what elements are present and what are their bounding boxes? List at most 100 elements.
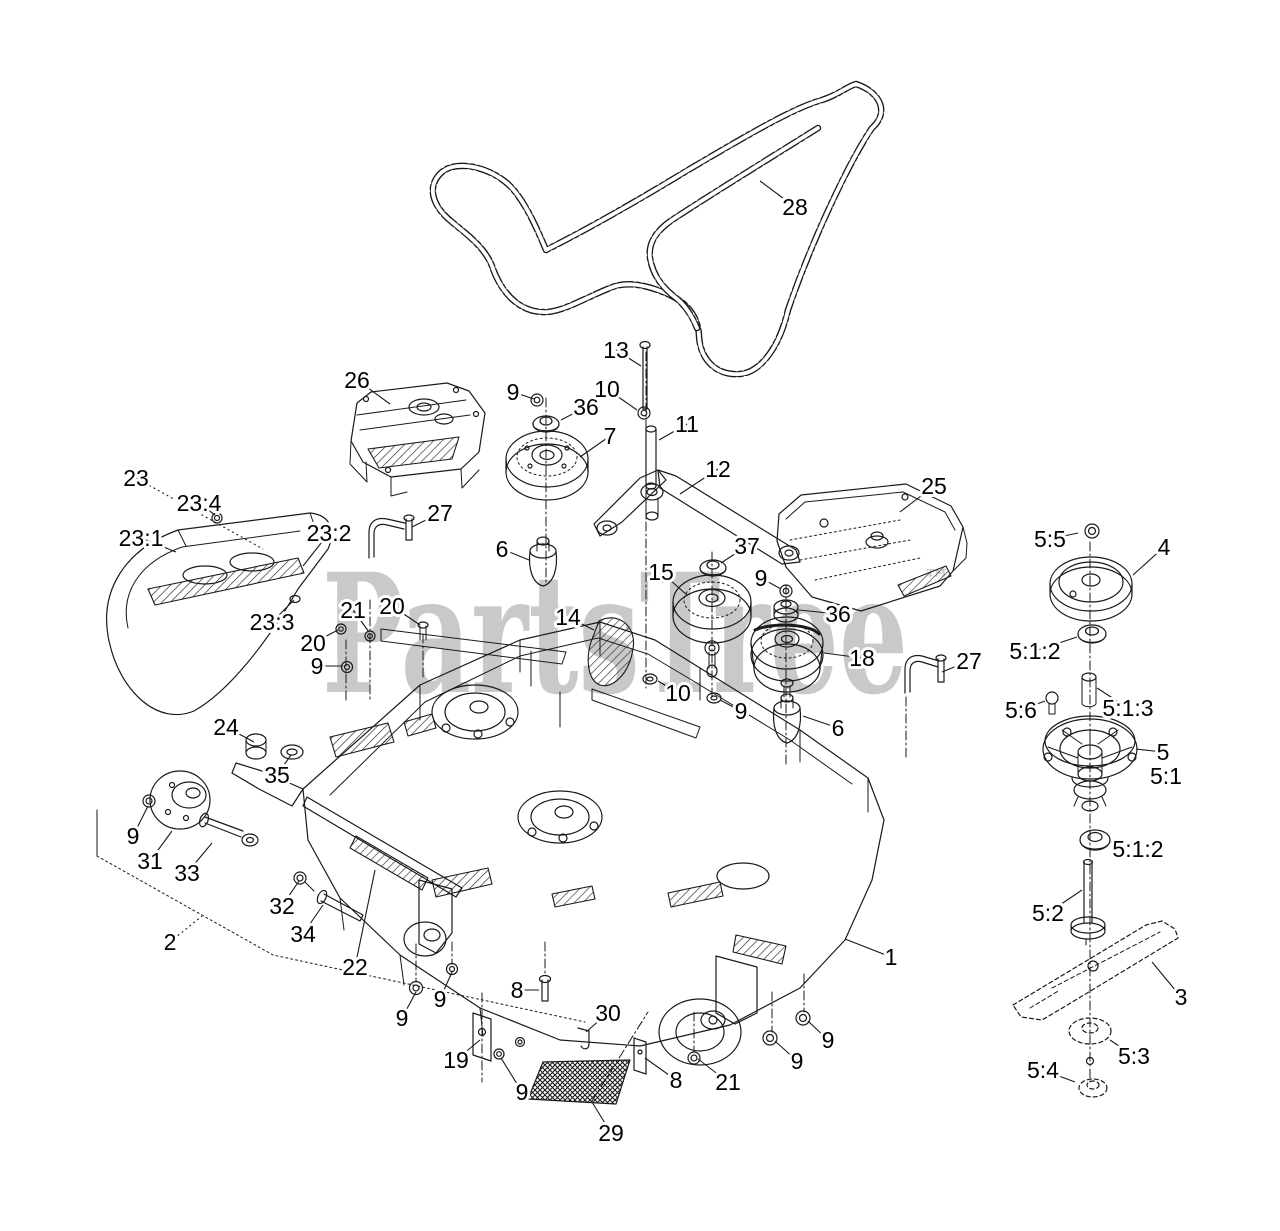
leader-line-18 <box>823 652 863 659</box>
part-nut-5-4 <box>1078 1078 1108 1098</box>
part-ring-35 <box>280 744 304 760</box>
callout-9: 9 <box>516 1079 529 1105</box>
callout-23:3: 23:3 <box>250 609 295 635</box>
callout-22: 22 <box>342 954 368 980</box>
callout-5:1:2: 5:1:2 <box>1009 638 1060 664</box>
leader-line-9 <box>807 1020 829 1041</box>
leader-line-23:1 <box>140 537 177 553</box>
part-wireform-27a <box>368 514 415 559</box>
callout-9: 9 <box>127 823 140 849</box>
part-washer-10b <box>642 673 658 685</box>
part-bolt-5-6 <box>1045 691 1059 715</box>
part-pulley-4 <box>1049 556 1133 622</box>
callout-18: 18 <box>849 645 875 671</box>
part-washer-10a <box>637 406 651 420</box>
leader-line-32 <box>281 880 300 907</box>
callout-9: 9 <box>311 653 324 679</box>
part-cone-6a <box>528 536 558 587</box>
callout-13: 13 <box>603 337 629 363</box>
callout-32: 32 <box>269 893 295 919</box>
callout-21: 21 <box>715 1069 741 1095</box>
callout-11: 11 <box>675 411 699 437</box>
callout-9: 9 <box>434 986 447 1012</box>
part-washer-9i <box>795 1010 811 1026</box>
callout-1: 1 <box>885 944 898 970</box>
part-bolt-8a <box>538 974 552 1002</box>
callout-8: 8 <box>670 1067 683 1093</box>
part-bracket-8b <box>633 1037 647 1075</box>
leader-line-5:1:2 <box>1034 636 1078 652</box>
callout-5:1: 5:1 <box>1150 763 1182 789</box>
leader-line-24 <box>225 726 255 743</box>
leader-line-30 <box>585 1012 609 1033</box>
leader-line-9 <box>760 577 782 590</box>
part-bearing-5-1-2b <box>1079 829 1111 851</box>
leader-line-7 <box>579 435 611 458</box>
callout-20: 20 <box>300 630 326 656</box>
leader-line-15 <box>660 571 688 596</box>
callout-21: 21 <box>340 597 366 623</box>
leader-line-8 <box>644 1057 677 1081</box>
part-shaft-5-2 <box>1070 858 1106 946</box>
callout-33: 33 <box>174 860 200 886</box>
leader-line-5 <box>1135 748 1164 753</box>
part-washer-9h <box>762 1030 778 1046</box>
part-washer-5-3 <box>1068 1017 1112 1045</box>
callout-2: 2 <box>164 929 177 955</box>
callout-6: 6 <box>496 536 509 562</box>
leader-line-22 <box>354 869 376 968</box>
part-washer-9c <box>706 692 722 704</box>
leader-line-5:3 <box>1109 1039 1135 1057</box>
callout-5:6: 5:6 <box>1005 697 1037 723</box>
leader-line-5:1:3 <box>1096 687 1129 709</box>
callout-5:3: 5:3 <box>1118 1043 1150 1069</box>
part-bearing-5-1-2a <box>1077 624 1107 644</box>
callout-10: 10 <box>665 680 691 706</box>
leader-line-23:2 <box>302 532 330 567</box>
leader-line-5:2 <box>1047 889 1083 914</box>
callout-5:1:2: 5:1:2 <box>1112 836 1163 862</box>
part-pulley-18 <box>750 616 824 698</box>
part-spring-14 <box>587 617 635 687</box>
leader-line-9 <box>774 1040 798 1062</box>
leader-line-11 <box>658 423 688 441</box>
part-rail-22 <box>302 796 463 898</box>
leader-line-5:5 <box>1049 532 1079 540</box>
part-bolt-32 <box>293 871 315 892</box>
callout-9: 9 <box>755 565 768 591</box>
part-washer-21b <box>687 1051 701 1065</box>
part-nut-21a <box>364 630 376 642</box>
callout-9: 9 <box>822 1027 835 1053</box>
part-washer-9g <box>493 1036 526 1060</box>
callout-8: 8 <box>511 977 524 1003</box>
leader-line-6 <box>802 715 839 729</box>
callout-20: 20 <box>379 593 405 619</box>
leader-line-9 <box>512 391 535 400</box>
leader-line-3 <box>1151 961 1182 998</box>
leader-line-21 <box>697 1058 729 1083</box>
callout-10: 10 <box>594 376 620 402</box>
callout-19: 19 <box>443 1047 469 1073</box>
part-cover-26 <box>349 382 486 497</box>
callout-23:1: 23:1 <box>119 525 164 551</box>
leader-line-13 <box>615 349 642 367</box>
line-art <box>96 80 1179 1105</box>
leader-line-9 <box>719 699 742 712</box>
part-bolt-23-3 <box>289 594 301 604</box>
leader-line-9 <box>439 971 453 1000</box>
callout-5: 5 <box>1157 739 1170 765</box>
leader-line-26 <box>356 379 391 405</box>
leader-line-36 <box>560 406 587 421</box>
leader-line-25 <box>899 485 935 513</box>
callout-14: 14 <box>555 604 581 630</box>
callout-12: 12 <box>705 456 731 482</box>
part-bushing-24 <box>245 733 267 760</box>
part-cover-25 <box>776 483 968 612</box>
callout-5:1:3: 5:1:3 <box>1102 695 1153 721</box>
part-deflector-23 <box>106 512 333 716</box>
leader-line-31 <box>149 830 173 862</box>
callout-28: 28 <box>782 194 808 220</box>
leader-line-10 <box>657 680 679 694</box>
callout-5:4: 5:4 <box>1027 1057 1059 1083</box>
